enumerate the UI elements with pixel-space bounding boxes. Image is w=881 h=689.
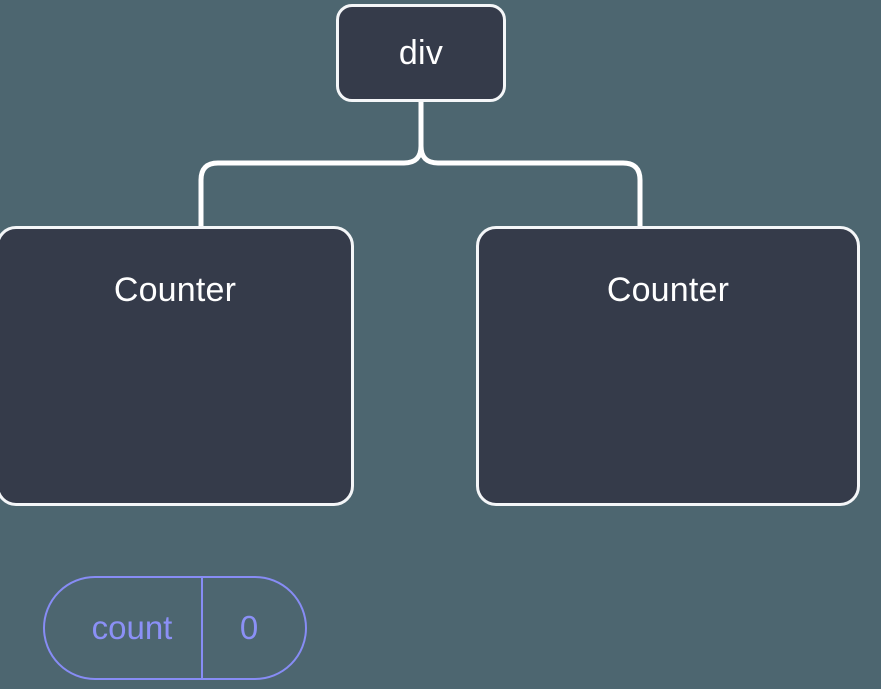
node-counter-left-title: Counter (113, 271, 237, 309)
diagram-canvas: div Counter count 0 Counter count 1 (0, 4, 860, 680)
state-pill-count-left[interactable]: count 0 (43, 576, 307, 680)
node-div-label: div (398, 34, 444, 72)
node-div[interactable]: div (336, 4, 506, 102)
node-counter-left[interactable]: Counter count 0 (0, 226, 354, 680)
node-counter-right[interactable]: Counter count 1 (476, 226, 860, 506)
node-counter-right-title: Counter (606, 271, 730, 309)
state-key-label: count (91, 609, 173, 646)
state-value-label: 0 (239, 609, 259, 646)
